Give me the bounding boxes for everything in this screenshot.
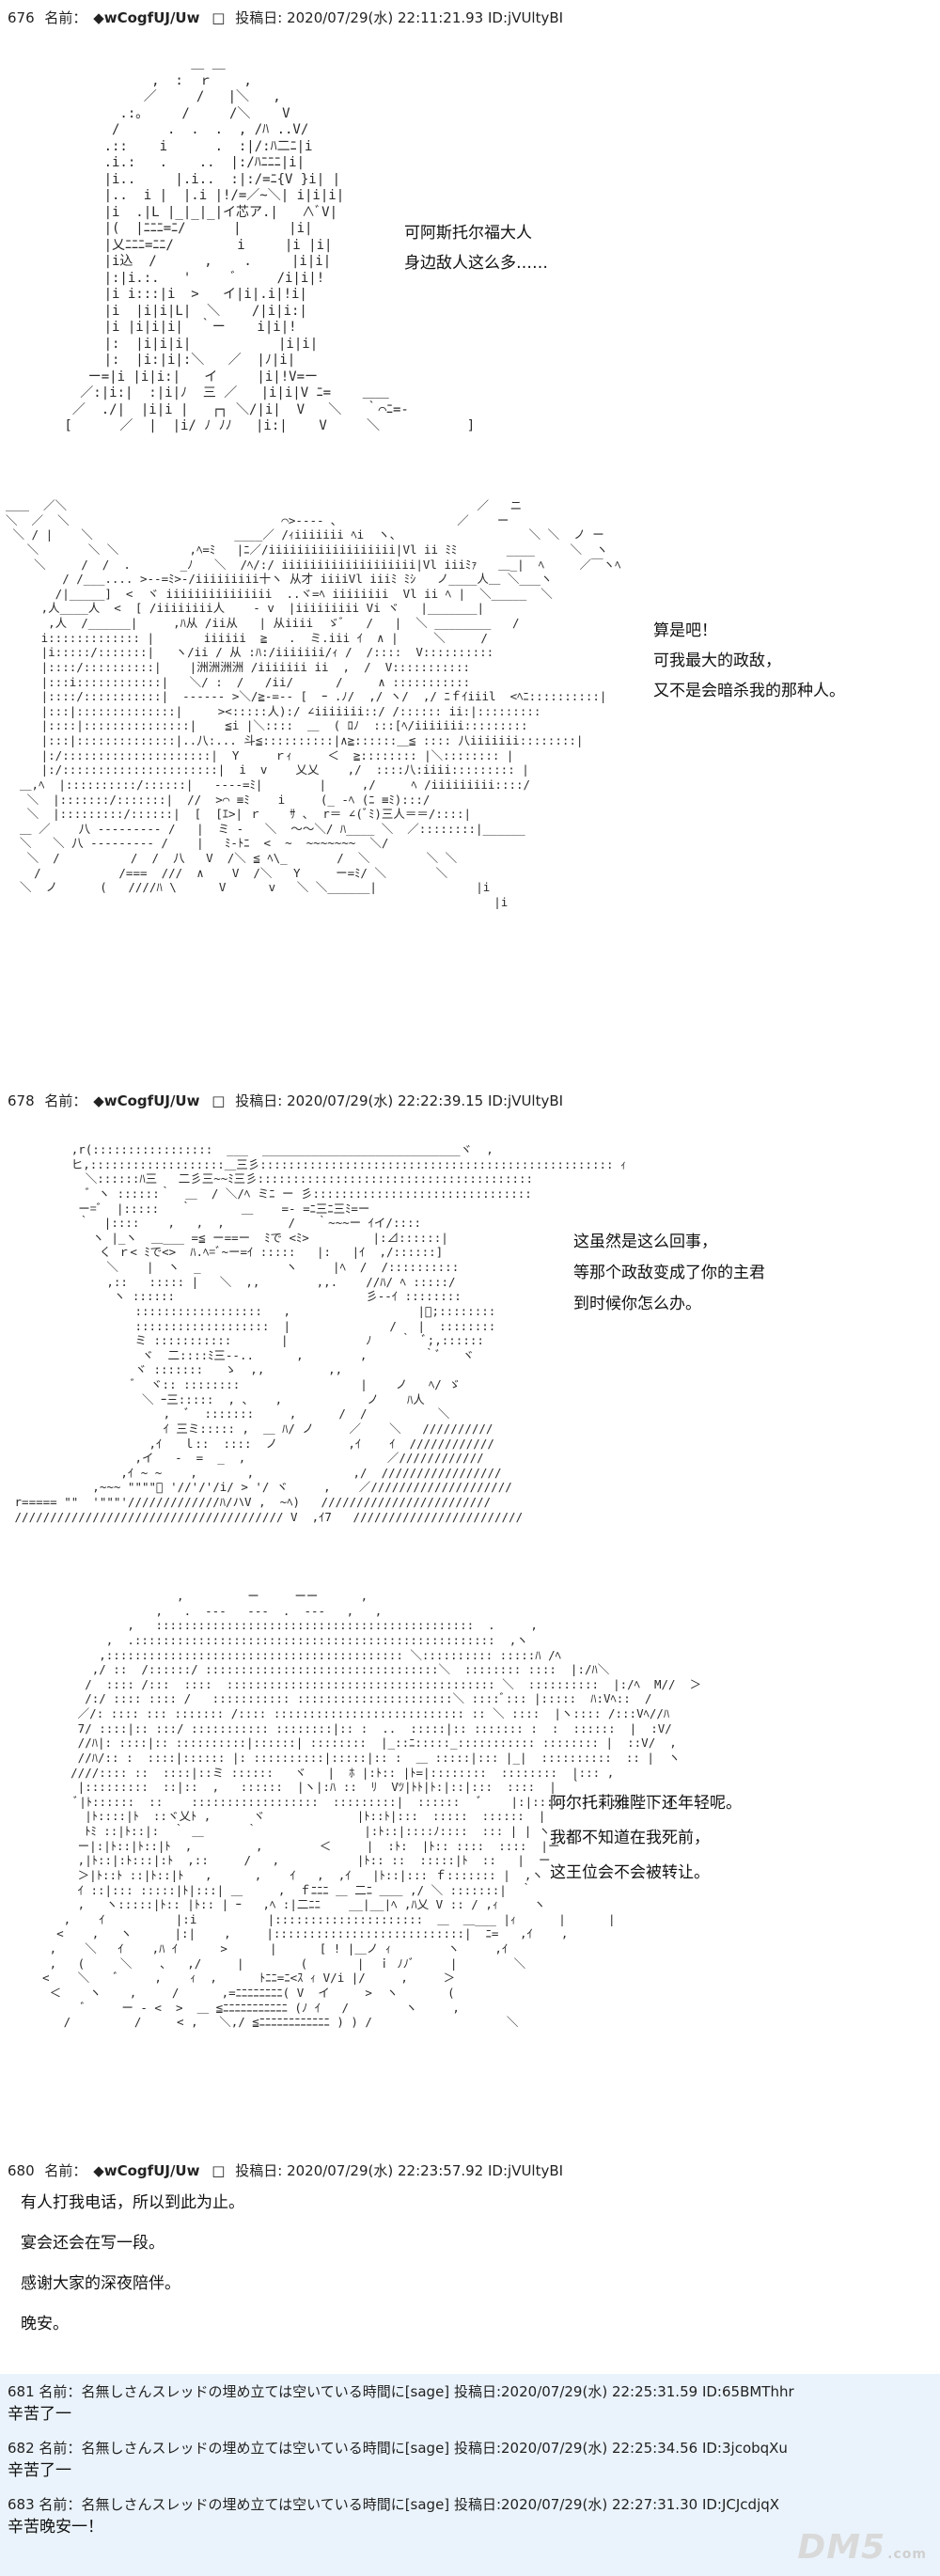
name-label: 名前： [44, 9, 87, 26]
posted-label: 投稿日: [235, 2162, 283, 2179]
post-datetime: 2020/07/29(水) 22:22:39.15 [287, 1092, 484, 1109]
dialog-line: 这王位会不会被转让。 [550, 1863, 710, 1882]
dialog-line: 到时候你怎么办。 [573, 1295, 701, 1313]
watermark-suffix: .com [887, 2547, 927, 2562]
body-line: 晚安。 [21, 2315, 69, 2333]
dialog-block-4: 阿尔托莉雅陛下还年轻呢。 我都不知道在我死前， 这王位会不会被转让。 [550, 1786, 742, 1891]
dialog-line: 等那个政敌变成了你的主君 [573, 1264, 765, 1282]
mail-icon: □ [212, 1092, 226, 1109]
mail-icon: □ [212, 9, 226, 26]
body-line: 有人打我电话，所以到此为止。 [21, 2193, 244, 2212]
name-label: 名前： [44, 1092, 87, 1109]
posted-label: 投稿日: [235, 9, 283, 26]
dialog-line: 算是吧！ [653, 621, 717, 640]
posted-label: 投稿日: [235, 1092, 283, 1109]
post-datetime: 2020/07/29(水) 22:25:31.59 [501, 2383, 698, 2400]
ascii-art-figure-4: , ー ーー , , . --- --- . --- , , , :::::::… [42, 1589, 702, 2030]
sage-tag: [sage] [404, 2383, 450, 2400]
body-line: 感谢大家的深夜陪伴。 [21, 2274, 180, 2293]
reply-message: 辛苦晚安一！ [8, 2518, 103, 2537]
post-body-680: 有人打我电话，所以到此为止。 宴会还会在写一段。 感谢大家的深夜陪伴。 晚安。 [21, 2183, 244, 2345]
name-label: 名前： [39, 2496, 82, 2513]
ascii-art-figure-2: ＿＿ ／＼ ／ ニ ＼ ／ ＼ ⌒>---- ､ ／ ー ＼ / | ＼ ___… [6, 498, 621, 909]
author-name[interactable]: 名無しさんスレッドの埋め立ては空いている時間に [81, 2496, 405, 2513]
dialog-line: 这虽然是这么回事， [573, 1233, 717, 1251]
post-datetime: 2020/07/29(水) 22:11:21.93 [287, 9, 484, 26]
reply-message: 辛苦了一 [8, 2461, 71, 2480]
reply-header: 681 名前：名無しさんスレッドの埋め立ては空いている時間に[sage] 投稿日… [8, 2381, 794, 2401]
author-name[interactable]: 名無しさんスレッドの埋め立ては空いている時間に [81, 2383, 405, 2400]
post-header-676: 676 名前： ◆wCogfUJ/Uw □ 投稿日: 2020/07/29(水)… [8, 8, 563, 27]
post-number: 683 [8, 2496, 35, 2513]
posted-label: 投稿日: [453, 2440, 502, 2457]
post-id[interactable]: ID:65BMThhr [701, 2383, 794, 2400]
dialog-block-3: 这虽然是这么回事， 等那个政敌变成了你的主君 到时候你怎么办。 [573, 1227, 765, 1320]
sage-tag: [sage] [404, 2496, 450, 2513]
post-id[interactable]: ID:JCJcdjqX [701, 2496, 780, 2513]
body-line: 宴会还会在写一段。 [21, 2234, 164, 2253]
post-number: 680 [8, 2162, 35, 2179]
posted-label: 投稿日: [453, 2496, 502, 2513]
reply-list: 681 名前：名無しさんスレッドの埋め立ては空いている時間に[sage] 投稿日… [0, 2374, 940, 2576]
sage-tag: [sage] [404, 2440, 450, 2457]
post-header-678: 678 名前： ◆wCogfUJ/Uw □ 投稿日: 2020/07/29(水)… [8, 1091, 563, 1110]
post-datetime: 2020/07/29(水) 22:23:57.92 [287, 2162, 484, 2179]
post-header-680: 680 名前： ◆wCogfUJ/Uw □ 投稿日: 2020/07/29(水)… [8, 2160, 563, 2180]
author-trip[interactable]: ◆wCogfUJ/Uw [93, 9, 200, 26]
mail-icon: □ [212, 2162, 226, 2179]
post-number: 678 [8, 1092, 35, 1109]
site-watermark-logo: DM5.com [797, 2528, 927, 2567]
dialog-block-2: 算是吧！ 可我最大的政敌， 又不是会暗杀我的那种人。 [653, 616, 845, 706]
author-trip[interactable]: ◆wCogfUJ/Uw [93, 2162, 200, 2179]
post-id[interactable]: ID:jVUltyBI [488, 1092, 564, 1109]
ascii-art-figure-1: ＿ ＿ , : ｒ , ／ / |＼ , .:｡ / /＼ V / . . . … [64, 56, 476, 433]
name-label: 名前： [44, 2162, 87, 2179]
dialog-line: 又不是会暗杀我的那种人。 [653, 682, 845, 700]
post-id[interactable]: ID:3jcobqXu [701, 2440, 788, 2457]
post-datetime: 2020/07/29(水) 22:27:31.30 [501, 2496, 698, 2513]
post-number: 682 [8, 2440, 35, 2457]
reply-header: 682 名前：名無しさんスレッドの埋め立ては空いている時間に[sage] 投稿日… [8, 2438, 788, 2458]
author-name[interactable]: 名無しさんスレッドの埋め立ては空いている時間に [81, 2440, 405, 2457]
dialog-line: 可我最大的政敌， [653, 652, 781, 670]
dialog-block-1: 可阿斯托尔福大人 身边敌人这么多…… [404, 218, 548, 278]
post-id[interactable]: ID:jVUltyBI [488, 2162, 564, 2179]
dialog-line: 身边敌人这么多…… [404, 254, 548, 273]
ascii-art-figure-3: ,r(::::::::::::::::: ___ _______________… [14, 1142, 627, 1524]
reply-message: 辛苦了一 [8, 2405, 71, 2424]
post-number: 676 [8, 9, 35, 26]
dialog-line: 阿尔托莉雅陛下还年轻呢。 [550, 1794, 742, 1813]
post-id[interactable]: ID:jVUltyBI [488, 9, 564, 26]
reply-header: 683 名前：名無しさんスレッドの埋め立ては空いている時間に[sage] 投稿日… [8, 2494, 779, 2514]
dialog-line: 可阿斯托尔福大人 [404, 224, 532, 243]
posted-label: 投稿日: [453, 2383, 502, 2400]
post-datetime: 2020/07/29(水) 22:25:34.56 [501, 2440, 698, 2457]
name-label: 名前： [39, 2383, 82, 2400]
author-trip[interactable]: ◆wCogfUJ/Uw [93, 1092, 200, 1109]
watermark-text: DM5 [797, 2528, 886, 2567]
dialog-line: 我都不知道在我死前， [550, 1829, 710, 1847]
post-number: 681 [8, 2383, 35, 2400]
name-label: 名前： [39, 2440, 82, 2457]
